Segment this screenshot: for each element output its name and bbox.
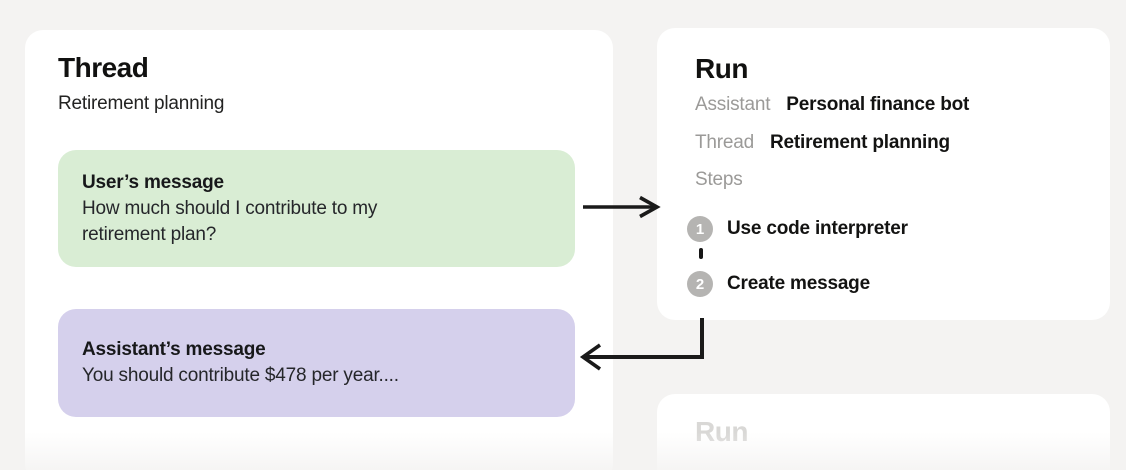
step-2-number-badge: 2	[687, 271, 713, 297]
next-run-panel: Run	[657, 394, 1110, 470]
next-run-panel-title: Run	[695, 416, 748, 447]
step-item-1: 1 Use code interpreter	[687, 216, 908, 242]
user-message-title: User’s message	[82, 171, 224, 193]
assistant-message-title: Assistant’s message	[82, 339, 266, 360]
step-1-number-badge: 1	[687, 216, 713, 242]
thread-field-label: Thread	[695, 132, 755, 153]
assistant-message-body: You should contribute $478 per year....	[82, 365, 399, 386]
assistant-message-bubble: Assistant’s message You should contribut…	[58, 309, 575, 417]
run-panel: Run Assistant Personal finance bot Threa…	[657, 28, 1110, 320]
user-message-body: How much should I contribute to my retir…	[82, 197, 378, 245]
user-message-bubble: User’s message How much should I contrib…	[58, 150, 575, 267]
request-arrow-icon	[583, 195, 661, 219]
run-thread-field: Thread Retirement planning	[695, 132, 950, 154]
steps-label: Steps	[695, 169, 743, 190]
run-panel-title: Run	[695, 53, 748, 84]
step-item-2: 2 Create message	[687, 271, 870, 297]
response-arrow-icon	[579, 318, 704, 371]
run-assistant-field: Assistant Personal finance bot	[695, 94, 969, 116]
thread-panel: Thread Retirement planning User’s messag…	[25, 30, 613, 470]
step-2-label: Create message	[727, 273, 870, 294]
thread-panel-title: Thread	[58, 52, 149, 83]
thread-subtitle: Retirement planning	[58, 93, 225, 114]
assistant-field-value: Personal finance bot	[786, 94, 970, 115]
thread-field-value: Retirement planning	[770, 132, 950, 153]
step-connector-dash	[699, 248, 703, 259]
step-1-label: Use code interpreter	[727, 218, 908, 239]
assistant-field-label: Assistant	[695, 94, 771, 115]
